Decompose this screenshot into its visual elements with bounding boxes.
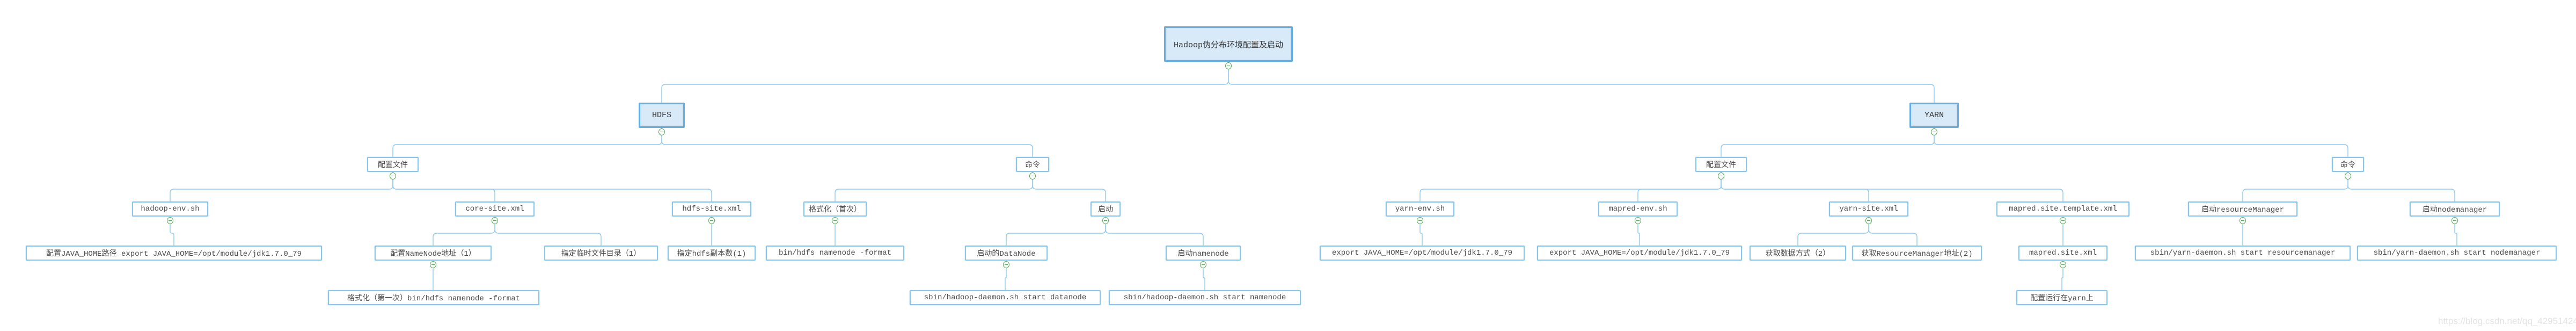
collapse-icon[interactable]: [1718, 172, 1724, 179]
collapse-icon[interactable]: [1931, 128, 1937, 135]
node-data-fetch-mode[interactable]: 获取数据方式（2）: [1750, 246, 1846, 261]
node-start-datanode[interactable]: 启动的DataNode: [965, 246, 1048, 261]
node-mapred-env-sh[interactable]: mapred-env.sh: [1598, 202, 1678, 217]
collapse-icon[interactable]: [1029, 172, 1036, 179]
node-mapred-site-template-xml[interactable]: mapred.site.template.xml: [1996, 202, 2129, 217]
collapse-icon[interactable]: [2060, 261, 2066, 268]
collapse-icon[interactable]: [1865, 217, 1872, 224]
node-namenode-address[interactable]: 配置NameNode地址（1）: [375, 246, 492, 261]
csdn-watermark: https://blog.csdn.net/qq_42951424: [2438, 316, 2576, 326]
node-hdfs[interactable]: HDFS: [639, 103, 685, 128]
collapse-icon[interactable]: [1635, 217, 1641, 224]
node-namenode-command[interactable]: sbin/hadoop-daemon.sh start namenode: [1109, 290, 1301, 305]
node-tmp-dir[interactable]: 指定临时文件目录（1）: [544, 246, 658, 261]
node-java-home-path[interactable]: 配置JAVA_HOME路径 export JAVA_HOME=/opt/modu…: [26, 246, 322, 261]
node-yarn-site-xml[interactable]: yarn-site.xml: [1829, 202, 1908, 217]
node-hdfs-replicas[interactable]: 指定hdfs副本数(1): [668, 246, 756, 261]
node-resourcemanager-command[interactable]: sbin/yarn-daemon.sh start resourcemanage…: [2135, 246, 2351, 261]
collapse-icon[interactable]: [832, 217, 838, 224]
node-hdfs-start[interactable]: 启动: [1091, 202, 1121, 217]
collapse-icon[interactable]: [1003, 261, 1009, 268]
node-mapred-site-xml[interactable]: mapred.site.xml: [2018, 246, 2107, 261]
collapse-icon[interactable]: [2451, 217, 2458, 224]
node-yarn[interactable]: YARN: [1909, 103, 1959, 128]
collapse-icon[interactable]: [430, 261, 436, 268]
node-nodemanager-command[interactable]: sbin/yarn-daemon.sh start nodemanager: [2357, 246, 2557, 261]
node-hdfs-commands[interactable]: 命令: [1016, 157, 1049, 172]
collapse-icon[interactable]: [2345, 172, 2351, 179]
collapse-icon[interactable]: [167, 217, 173, 224]
node-hdfs-site-xml[interactable]: hdfs-site.xml: [672, 202, 751, 217]
collapse-icon[interactable]: [390, 172, 396, 179]
collapse-icon[interactable]: [658, 128, 665, 135]
node-run-on-yarn[interactable]: 配置运行在yarn上: [2016, 290, 2107, 305]
node-start-namenode[interactable]: 启动namenode: [1166, 246, 1241, 261]
node-format-first[interactable]: 格式化（首次）: [803, 202, 867, 217]
collapse-icon[interactable]: [1102, 217, 1109, 224]
node-format-first-time-command[interactable]: 格式化（第一次）bin/hdfs namenode -format: [328, 290, 539, 305]
node-resourcemanager-address[interactable]: 获取ResourceManager地址(2): [1852, 246, 1982, 261]
collapse-icon[interactable]: [2240, 217, 2246, 224]
node-core-site-xml[interactable]: core-site.xml: [455, 202, 535, 217]
node-hdfs-config-files[interactable]: 配置文件: [367, 157, 419, 172]
collapse-icon[interactable]: [708, 217, 715, 224]
collapse-icon[interactable]: [1200, 261, 1206, 268]
node-root[interactable]: Hadoop伪分布环境配置及启动: [1164, 26, 1293, 62]
collapse-icon[interactable]: [2060, 217, 2066, 224]
collapse-icon[interactable]: [492, 217, 498, 224]
node-yarn-env-sh[interactable]: yarn-env.sh: [1386, 202, 1454, 217]
node-hadoop-env-sh[interactable]: hadoop-env.sh: [132, 202, 208, 217]
node-yarn-java-home[interactable]: export JAVA_HOME=/opt/module/jdk1.7.0_79: [1320, 246, 1525, 261]
node-datanode-command[interactable]: sbin/hadoop-daemon.sh start datanode: [910, 290, 1101, 305]
node-yarn-commands[interactable]: 命令: [2332, 157, 2364, 172]
collapse-icon[interactable]: [1417, 217, 1423, 224]
node-start-resourcemanager[interactable]: 启动resourceManager: [2188, 202, 2297, 217]
node-yarn-config-files[interactable]: 配置文件: [1695, 157, 1747, 172]
node-start-nodemanager[interactable]: 启动nodemanager: [2410, 202, 2500, 217]
node-mapred-java-home[interactable]: export JAVA_HOME=/opt/module/jdk1.7.0_79: [1537, 246, 1742, 261]
collapse-icon[interactable]: [1225, 62, 1232, 69]
node-format-command[interactable]: bin/hdfs namenode -format: [766, 246, 904, 261]
